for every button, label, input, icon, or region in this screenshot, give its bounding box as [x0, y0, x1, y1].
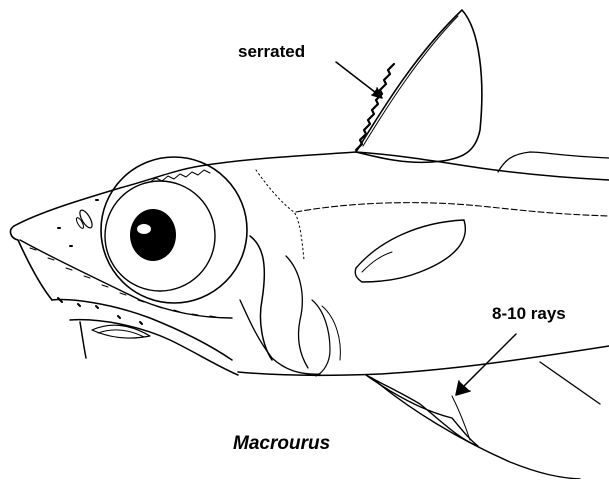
pupil [130, 209, 176, 261]
rays-label: 8-10 rays [492, 304, 566, 324]
pectoral-fin [355, 220, 465, 282]
chin-barbel [80, 322, 86, 358]
first-dorsal-fin [356, 10, 482, 162]
snout [11, 226, 52, 300]
serrated-leader-arrow [336, 62, 380, 96]
serrated-edge [356, 64, 394, 150]
lateral-line [296, 203, 609, 216]
genus-caption: Macrourus [233, 433, 330, 455]
serrated-label: serrated [238, 42, 305, 62]
second-dorsal-fin [498, 152, 609, 172]
anal-fin [540, 362, 600, 404]
pelvic-fin-ray [372, 378, 580, 479]
rays-leader-arrow [458, 334, 516, 392]
